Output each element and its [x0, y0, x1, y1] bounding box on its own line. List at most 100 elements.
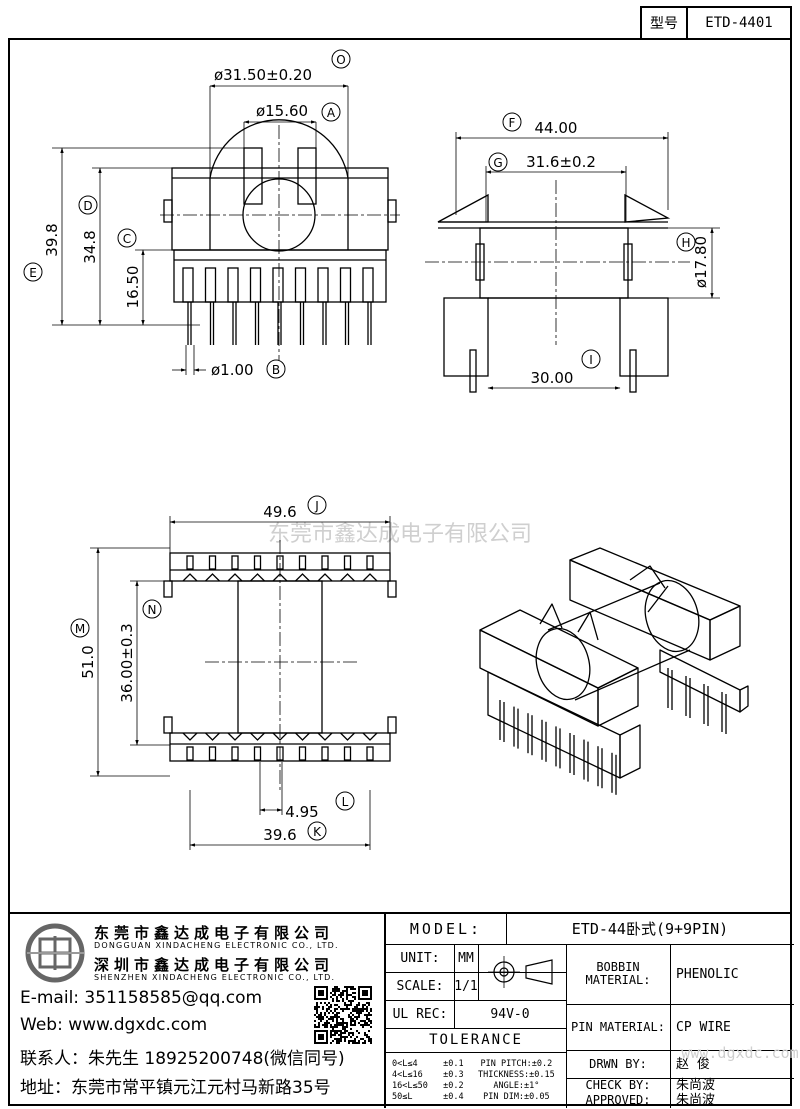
title-grid: MODEL: ETD-44卧式(9+9PIN) UNIT: MM SCALE: … — [384, 914, 799, 1108]
top-pin-upper — [227, 555, 243, 582]
tag-j: J — [314, 499, 319, 513]
tag-g: G — [493, 156, 502, 170]
dim-total-height: 39.8 — [43, 223, 61, 256]
dim-core-diameter: ø17.80 — [692, 236, 710, 288]
dim-top-total-height: 51.0 — [79, 645, 97, 678]
top-pin-upper — [340, 555, 355, 582]
top-pin-lower — [182, 732, 198, 761]
top-pin-lower — [362, 732, 378, 761]
projection-symbol-icon — [488, 956, 553, 988]
top-pin-upper — [205, 555, 220, 582]
company-logo-icon — [25, 923, 85, 983]
dim-inner-diameter: ø15.60 — [256, 102, 308, 120]
top-pin-lower — [205, 732, 220, 761]
email-text[interactable]: E-mail: 351158585@qq.com — [20, 988, 263, 1008]
check-by-value: 朱尚波 — [676, 1078, 716, 1093]
top-pin-lower — [250, 732, 265, 761]
tag-c: C — [123, 232, 131, 246]
top-view-dimensions — [90, 516, 391, 850]
model-tab-label: 型号 — [642, 8, 688, 38]
check-by-label: CHECK BY: — [585, 1078, 651, 1092]
front-view-labels: ø31.50±0.20 O ø15.60 A 39.8 E 34.8 D 16.… — [23, 49, 351, 379]
bobbin-material-value: PHENOLIC — [676, 966, 739, 982]
tag-l: L — [342, 795, 349, 809]
front-pin — [249, 267, 262, 345]
unit-value: MM — [458, 950, 474, 966]
drawn-by-value: 赵 俊 — [676, 1056, 710, 1072]
front-pin — [272, 267, 284, 345]
top-pin-upper — [295, 555, 310, 582]
dim-top-pin-width: 39.6 — [263, 826, 296, 844]
dim-pin-pitch: 4.95 — [285, 803, 318, 821]
isometric-view — [479, 547, 749, 795]
top-pin-lower — [340, 732, 355, 761]
front-pin — [362, 267, 374, 345]
top-pin-upper — [362, 555, 378, 582]
top-pin-upper — [317, 555, 333, 582]
tolerance-right: PIN PITCH:±0.2 THICKNESS:±0.15 ANGLE:±1°… — [478, 1059, 555, 1102]
scale-label: SCALE: — [396, 978, 444, 994]
tag-o: O — [336, 53, 345, 67]
ulrec-label: UL REC: — [392, 1006, 448, 1022]
company-name-dongguan-en: DONGGUAN XINDACHENG ELECTRONIC CO., LTD. — [94, 941, 339, 950]
side-view-dimensions — [455, 132, 720, 390]
top-view — [163, 540, 397, 790]
scale-value: 1/1 — [454, 978, 478, 994]
front-pin — [294, 267, 307, 345]
iso-pin — [527, 713, 533, 756]
front-view — [160, 119, 400, 360]
dim-pin-diameter: ø1.00 — [211, 361, 254, 379]
top-view-labels: 49.6 J 51.0 M 36.00±0.3 N 4.95 L 39.6 K — [70, 495, 355, 844]
dim-center-height: 16.50 — [124, 266, 142, 309]
dim-side-total-width: 44.00 — [535, 119, 578, 137]
web-text[interactable]: Web: www.dgxdc.com — [20, 1015, 208, 1035]
top-pin-lower — [295, 732, 310, 761]
drawn-by-label: DRWN BY: — [589, 1056, 647, 1071]
iso-pin — [569, 733, 575, 775]
unit-label: UNIT: — [400, 950, 440, 966]
tag-d: D — [83, 199, 92, 213]
tag-f: F — [509, 116, 516, 130]
front-pin — [227, 267, 239, 345]
pin-material-value: CP WIRE — [676, 1019, 731, 1035]
dim-top-total-width: 49.6 — [263, 503, 296, 521]
dim-side-pin-width: 30.00 — [531, 369, 574, 387]
iso-rear-pin — [703, 684, 709, 726]
dim-side-body-width: 31.6±0.2 — [526, 153, 596, 171]
pin-material-label: PIN MATERIAL: — [571, 1019, 665, 1034]
dim-outer-diameter: ø31.50±0.20 — [214, 66, 312, 84]
approved-label: APPROVED: — [585, 1093, 651, 1107]
iso-rear-pin — [685, 676, 691, 718]
company-name-shenzhen: 深圳市鑫达成电子有限公司 — [94, 956, 335, 974]
side-view-labels: 44.00 F 31.6±0.2 G ø17.80 H 30.00 I — [488, 112, 710, 387]
iso-pin — [541, 719, 547, 762]
iso-pin — [611, 752, 617, 795]
front-pin — [182, 267, 194, 345]
top-pin-upper — [182, 555, 198, 582]
contact-person: 联系人：朱先生 18925200748(微信同号) — [20, 1049, 345, 1069]
address-text: 地址：东莞市常平镇元江元村马新路35号 — [20, 1078, 331, 1098]
model-label: MODEL: — [409, 919, 483, 938]
footer-watermark: www.dgxdc.com — [681, 1043, 799, 1062]
tag-e: E — [29, 266, 37, 280]
iso-rear-pin — [667, 668, 673, 710]
tag-m: M — [75, 622, 85, 636]
approved-value: 朱尚波 — [676, 1093, 716, 1108]
top-pin-upper — [250, 555, 265, 582]
watermark-text: 东莞市鑫达成电子有限公司 — [268, 522, 532, 547]
tag-i: I — [589, 353, 593, 367]
company-name-dongguan: 东莞市鑫达成电子有限公司 — [94, 924, 335, 942]
company-name-shenzhen-en: SHENZHEN XINDACHENG ELECTRONIC CO., LTD. — [94, 973, 336, 982]
tag-h: H — [681, 236, 690, 250]
iso-pin — [583, 739, 589, 782]
model-tab: 型号 ETD-4401 — [640, 6, 792, 38]
iso-pin — [597, 746, 603, 789]
dim-top-inner-height: 36.00±0.3 — [118, 623, 136, 702]
ulrec-value: 94V-0 — [490, 1006, 530, 1022]
dim-flange-height: 34.8 — [81, 230, 99, 263]
title-block: 东莞市鑫达成电子有限公司 DONGGUAN XINDACHENG ELECTRO… — [8, 912, 799, 1108]
iso-pin — [499, 700, 505, 742]
top-pin-lower — [317, 732, 333, 761]
side-view — [425, 180, 690, 393]
model-value: ETD-44卧式(9+9PIN) — [571, 919, 729, 938]
